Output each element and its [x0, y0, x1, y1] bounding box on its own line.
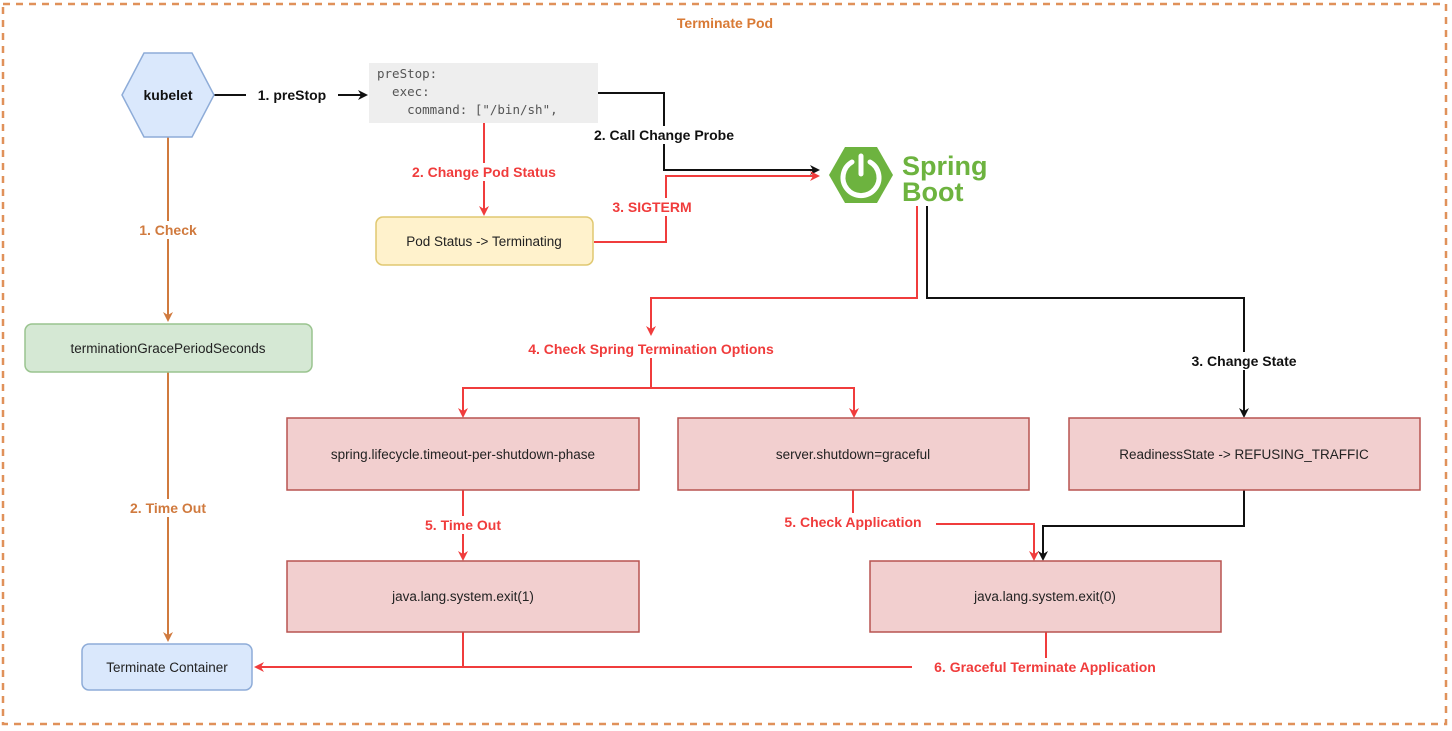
edge-readiness-to-exit [1038, 490, 1245, 561]
edge-label-time-out-grace: 2. Time Out [130, 500, 206, 516]
edge-label-sigterm: 3. SIGTERM [612, 199, 691, 215]
terminate-container-label: Terminate Container [106, 660, 228, 675]
exit-1-node[interactable]: java.lang.system.exit(1) [286, 560, 640, 633]
power-icon [840, 153, 882, 199]
readiness-state-label: ReadinessState -> REFUSING_TRAFFIC [1119, 447, 1369, 462]
edge-change-state [926, 206, 1249, 418]
readiness-state-node[interactable]: ReadinessState -> REFUSING_TRAFFIC [1068, 417, 1421, 491]
kubelet-label: kubelet [143, 87, 192, 103]
terminate-container-node[interactable]: Terminate Container [81, 643, 253, 691]
edge-check-spring-options [646, 206, 918, 336]
edge-label-check: 1. Check [139, 222, 197, 238]
edge-label-prestop: 1. preStop [258, 87, 326, 103]
prestop-code-block[interactable]: preStop: exec: command: ["/bin/sh", [369, 63, 598, 123]
server-shutdown-label: server.shutdown=graceful [776, 447, 930, 462]
edge-label-graceful-terminate: 6. Graceful Terminate Application [934, 659, 1156, 675]
edge-label-change-state: 3. Change State [1191, 353, 1296, 369]
exit-1-label: java.lang.system.exit(1) [391, 589, 534, 604]
code-line-1: preStop: [377, 66, 437, 81]
kubelet-node[interactable]: kubelet [121, 52, 215, 138]
edge-label-call-change-probe: 2. Call Change Probe [594, 127, 734, 143]
code-line-3: command: ["/bin/sh", [377, 102, 558, 117]
spring-boot-label-line2: Boot [902, 177, 963, 207]
grace-period-label: terminationGracePeriodSeconds [70, 341, 265, 356]
lifecycle-timeout-node[interactable]: spring.lifecycle.timeout-per-shutdown-ph… [286, 417, 640, 491]
exit-0-node[interactable]: java.lang.system.exit(0) [869, 560, 1222, 633]
code-line-2: exec: [377, 84, 430, 99]
lifecycle-timeout-label: spring.lifecycle.timeout-per-shutdown-ph… [331, 447, 595, 462]
frame-title: Terminate Pod [677, 15, 773, 31]
server-shutdown-node[interactable]: server.shutdown=graceful [677, 417, 1030, 491]
pod-status-node[interactable]: Pod Status -> Terminating [375, 216, 594, 266]
edge-exit1-to-terminate [254, 632, 464, 672]
spring-boot-node[interactable]: Spring Boot [829, 147, 988, 207]
edge-label-check-application: 5. Check Application [784, 514, 921, 530]
grace-period-node[interactable]: terminationGracePeriodSeconds [24, 323, 313, 373]
edge-to-server-shutdown [651, 387, 859, 418]
edge-to-lifecycle-timeout [458, 387, 651, 418]
edge-label-time-out-spring: 5. Time Out [425, 517, 501, 533]
exit-0-label: java.lang.system.exit(0) [973, 589, 1116, 604]
pod-status-label: Pod Status -> Terminating [406, 234, 561, 249]
edge-label-check-spring-options: 4. Check Spring Termination Options [528, 341, 774, 357]
edge-check-application [852, 490, 1039, 561]
edge-label-change-pod-status: 2. Change Pod Status [412, 164, 556, 180]
spring-boot-label-line1: Spring [902, 151, 988, 181]
